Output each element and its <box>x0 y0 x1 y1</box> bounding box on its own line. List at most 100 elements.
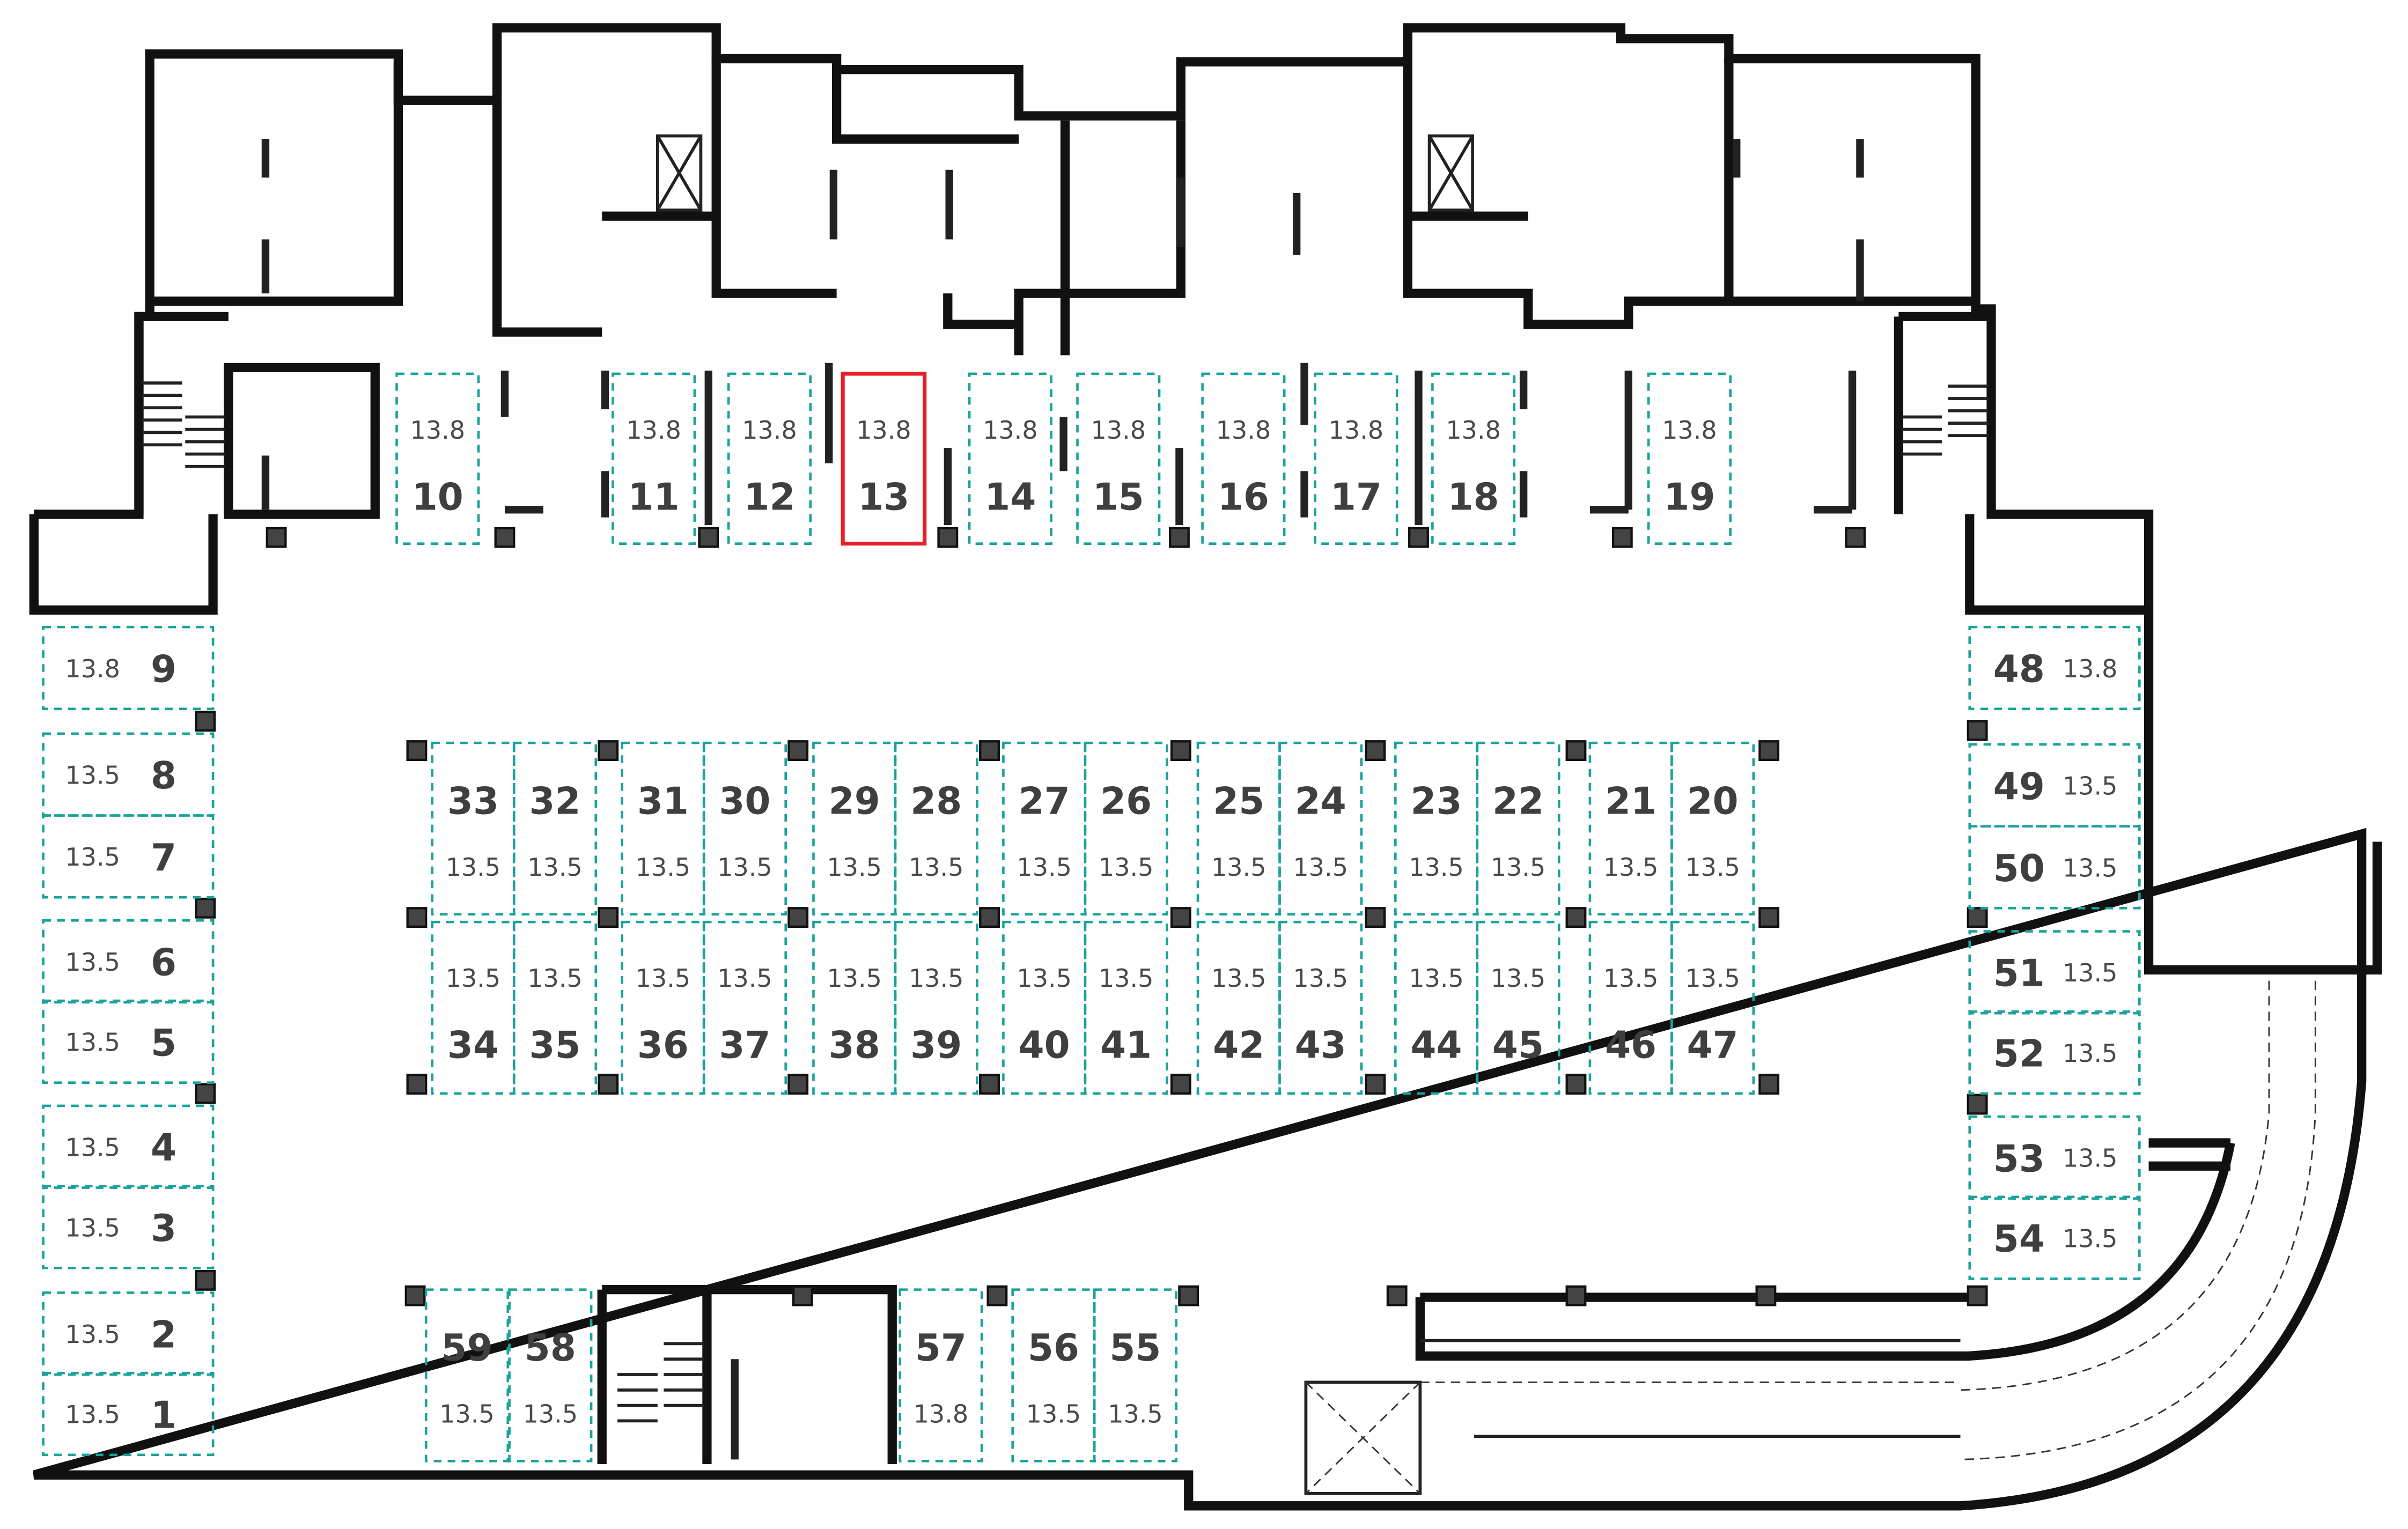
pillar <box>195 1083 216 1104</box>
parking-spot-31[interactable]: 31 13.5 <box>621 741 705 916</box>
spot-number: 25 <box>1213 780 1264 823</box>
spot-outline <box>727 372 812 545</box>
spot-number: 11 <box>628 476 680 519</box>
spot-area: 13.5 <box>1026 1399 1081 1428</box>
spot-area: 13.5 <box>1491 964 1545 993</box>
spot-number: 32 <box>529 780 580 823</box>
spot-outline <box>1011 1288 1096 1462</box>
spot-outline <box>1196 920 1281 1095</box>
spot-outline <box>894 920 978 1095</box>
parking-spot-2[interactable]: 213.5 <box>42 1291 215 1376</box>
pillar <box>1170 740 1191 762</box>
parking-spot-1[interactable]: 113.5 <box>42 1371 215 1457</box>
spot-area: 13.5 <box>446 964 500 993</box>
spot-outline <box>894 741 978 916</box>
spot-number: 31 <box>637 780 689 823</box>
spot-area: 13.5 <box>1603 853 1658 882</box>
building-walls <box>29 23 2382 1511</box>
spot-outline <box>1201 372 1286 545</box>
spot-area: 13.5 <box>65 760 120 789</box>
spot-area: 13.5 <box>636 853 690 882</box>
spot-area: 13.5 <box>1108 1399 1162 1428</box>
pillar <box>1845 527 1866 548</box>
pillar <box>792 1285 813 1306</box>
spot-outline <box>1002 920 1087 1095</box>
spot-area: 13.5 <box>1685 964 1740 993</box>
spot-outline <box>42 1185 215 1269</box>
parking-spot-7[interactable]: 713.5 <box>42 814 215 899</box>
parking-spot-55[interactable]: 55 13.5 <box>1093 1288 1178 1462</box>
spot-area: 13.5 <box>65 1213 120 1242</box>
pillar <box>1611 527 1633 548</box>
spot-area: 13.5 <box>527 964 582 993</box>
spot-area: 13.8 <box>914 1399 968 1428</box>
parking-spot-4[interactable]: 413.5 <box>42 1104 215 1189</box>
spot-outline <box>1968 625 2141 711</box>
spot-number: 2 <box>151 1314 176 1357</box>
spot-outline <box>1196 741 1281 916</box>
spot-number: 42 <box>1213 1024 1264 1067</box>
pillar <box>1365 740 1386 762</box>
spot-outline <box>508 1288 593 1462</box>
parking-spot-6[interactable]: 613.5 <box>42 919 215 1004</box>
pillar <box>1565 1074 1587 1095</box>
spot-number: 36 <box>637 1024 689 1067</box>
parking-spot-5[interactable]: 513.5 <box>42 999 215 1084</box>
spot-outline <box>431 741 516 916</box>
parking-spot-8[interactable]: 813.5 <box>42 732 215 817</box>
parking-spot-9[interactable]: 913.8 <box>42 625 215 711</box>
pillar <box>1758 740 1780 762</box>
spot-number: 55 <box>1109 1327 1161 1370</box>
pillar <box>598 907 619 928</box>
parking-spot-3[interactable]: 313.5 <box>42 1185 215 1269</box>
